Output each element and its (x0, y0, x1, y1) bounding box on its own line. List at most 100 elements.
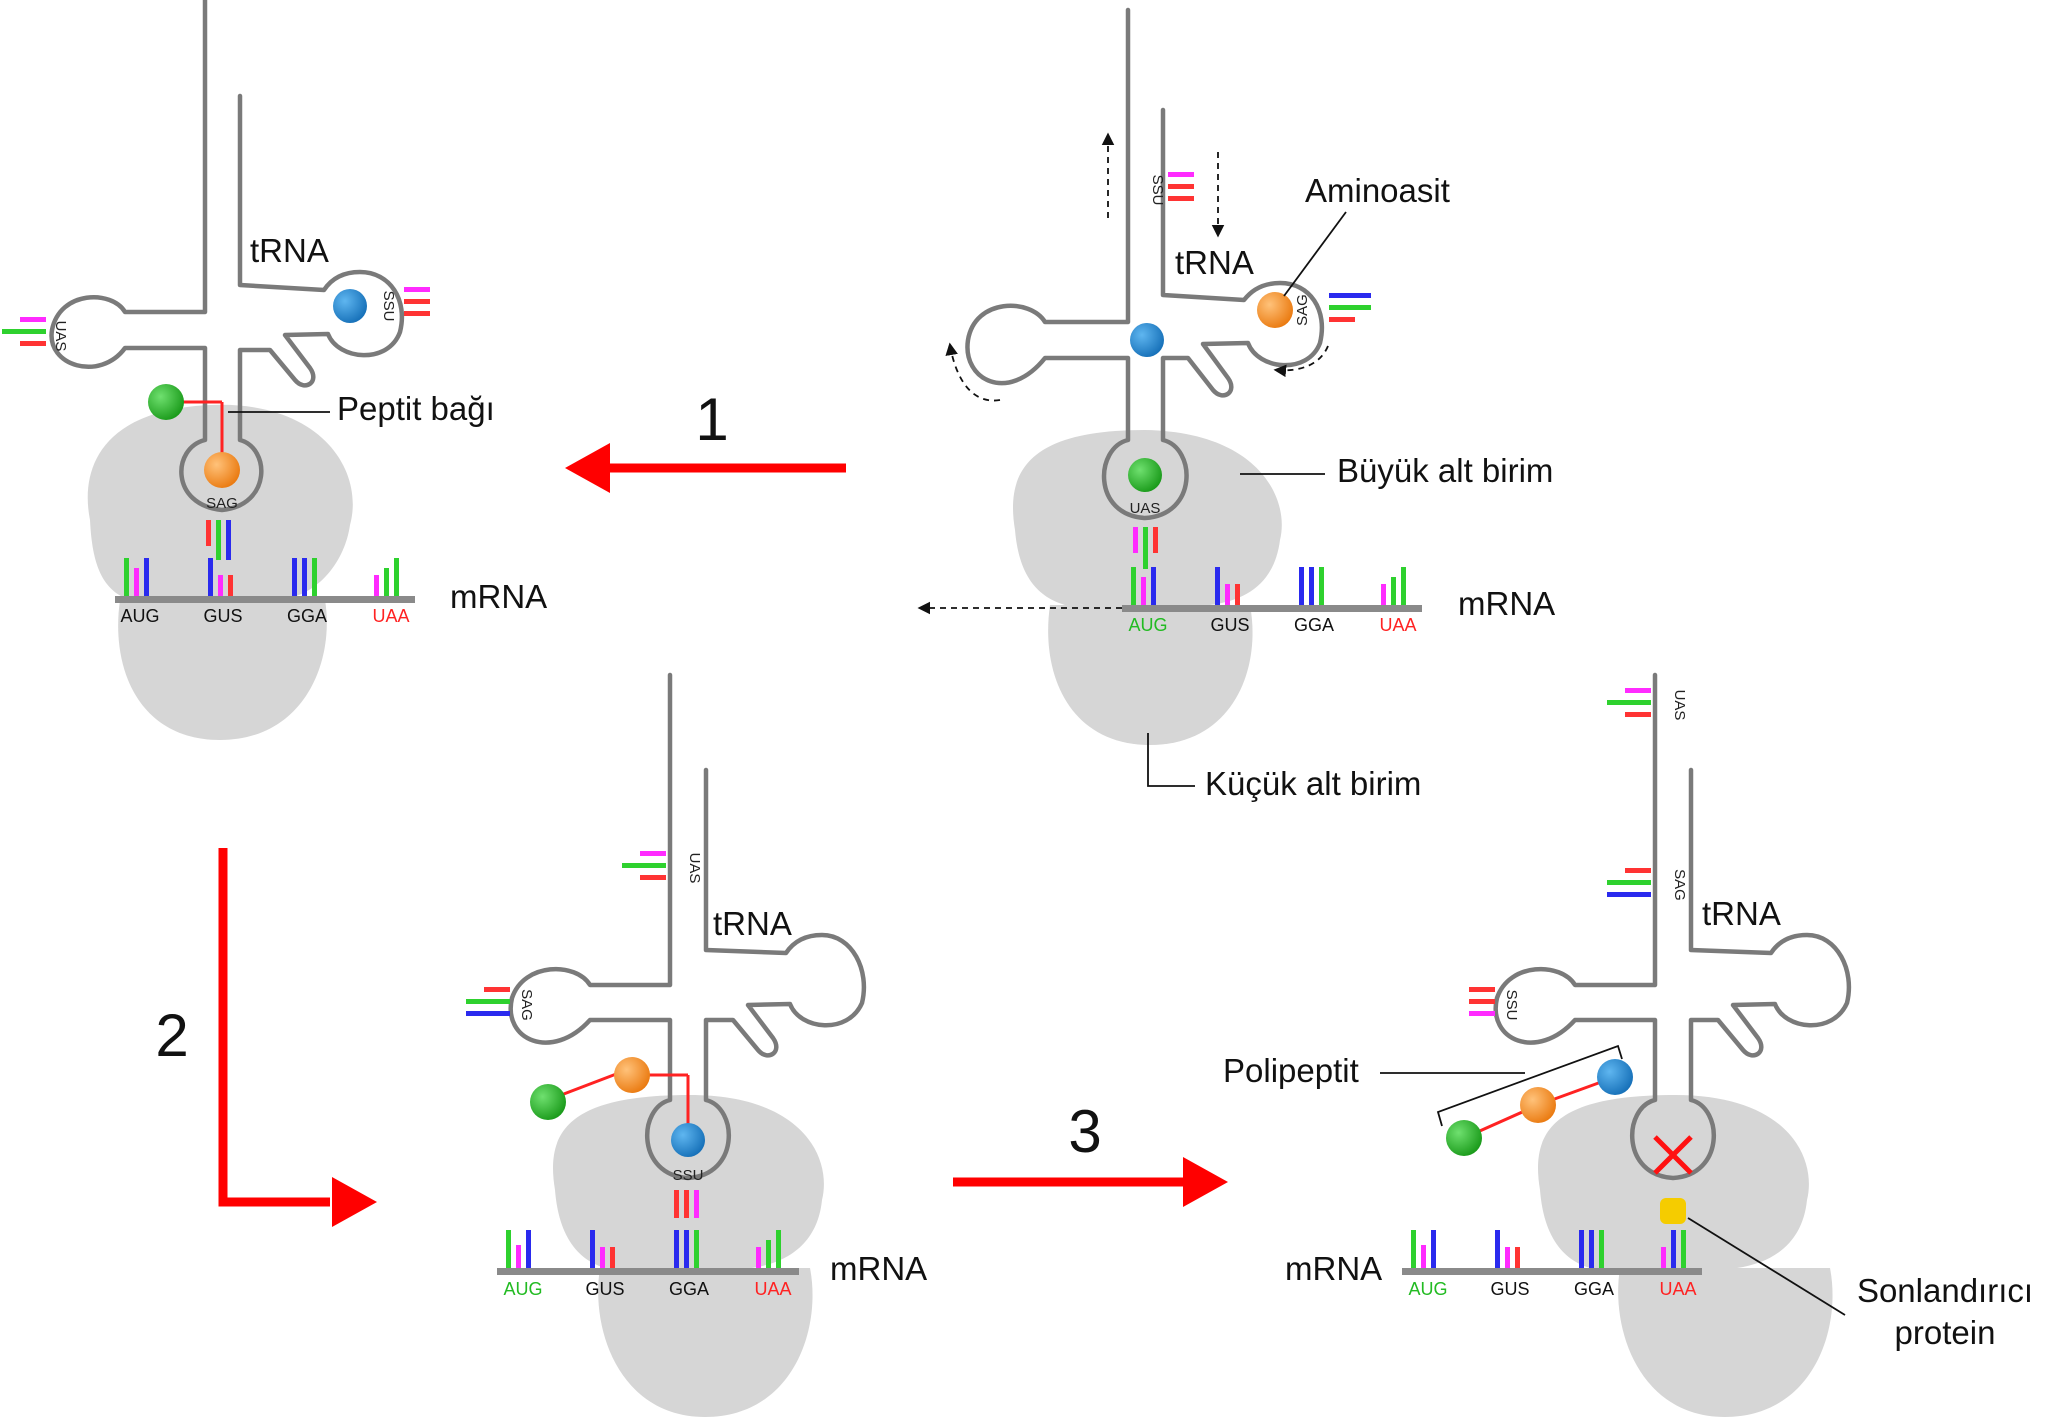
amino-acid-orange (1257, 292, 1293, 328)
ssu-bars (404, 287, 430, 316)
trna (965, 7, 1325, 521)
codon-aug: AUG (1128, 615, 1167, 635)
loop-anticodon-sag: SAG (518, 989, 535, 1021)
stem-anticodon-ssu: SSU (1149, 175, 1166, 206)
codon-gga: GGA (669, 1279, 709, 1299)
small-subunit (1618, 1268, 1833, 1417)
amino-acid-green (148, 384, 184, 420)
release-factor-label-line2: protein (1895, 1314, 1996, 1351)
stop-x-icon (1653, 1135, 1693, 1175)
stem-anticodon-sag: SAG (1671, 869, 1688, 901)
trna (1493, 672, 1852, 1181)
small-subunit (1048, 605, 1253, 745)
small-subunit-label: Küçük alt birim (1205, 765, 1421, 802)
codon-bars (1131, 567, 1406, 605)
trna (508, 672, 867, 1181)
amino-acid-blue (1130, 323, 1164, 357)
anticodon-pairing (674, 1190, 699, 1218)
polypeptide-bracket (1436, 1044, 1623, 1127)
large-subunit-label: Büyük alt birim (1337, 452, 1553, 489)
amino-acid-blue (333, 289, 367, 323)
mrna-strand (115, 596, 415, 603)
loop-anticodon-ssu: SSU (380, 291, 397, 322)
step-1-label: 1 (695, 386, 728, 453)
stem-anticodon-uas: UAS (686, 853, 703, 884)
amino-acid-orange (1520, 1087, 1556, 1123)
trna-label: tRNA (250, 232, 329, 269)
large-subunit (1538, 1095, 1809, 1268)
mrna-label: mRNA (450, 578, 547, 615)
mrna-label: mRNA (1458, 585, 1555, 622)
step-2-label: 2 (155, 1002, 188, 1069)
loop-anticodon-sag: SAG (1294, 294, 1311, 326)
mrna-label: mRNA (830, 1250, 927, 1287)
amino-acid-blue (1597, 1059, 1633, 1095)
sag-bars (1329, 293, 1371, 322)
step-2-arrow: 2 (155, 848, 377, 1227)
step-1-arrow: 1 (565, 386, 846, 493)
panel-initiation: AUG GUS GGA UAA mRNA UAS SAG SSU tRNA Am… (917, 7, 1555, 802)
rotate-arrow-right (1273, 345, 1329, 378)
loop-anticodon-sag: SAG (206, 495, 238, 512)
loop-anticodon-ssu: SSU (1503, 990, 1520, 1021)
codon-gus: GUS (585, 1279, 624, 1299)
small-subunit (118, 600, 327, 740)
codon-bars (124, 558, 399, 596)
codon-aug: AUG (120, 606, 159, 626)
codon-aug: AUG (1408, 1279, 1447, 1299)
anticodon-pairing (1133, 527, 1158, 569)
amino-acid-blue (671, 1123, 705, 1157)
codon-uaa: UAA (1379, 615, 1416, 635)
release-factor-label-line1: Sonlandırıcı (1857, 1272, 2033, 1309)
mrna-strand (1402, 1268, 1702, 1275)
step-3-arrow: 3 (953, 1098, 1228, 1207)
codon-gus: GUS (203, 606, 242, 626)
codon-uaa: UAA (754, 1279, 791, 1299)
ssu-bars (1168, 172, 1194, 201)
amino-acid-green (1128, 458, 1162, 492)
polypeptide-label: Polipeptit (1223, 1052, 1359, 1089)
loop-anticodon-ssu: SSU (673, 1167, 704, 1184)
codon-bars (506, 1230, 781, 1268)
panel-peptide-bond: AUG GUS GGA UAA mRNA SAG UAS SSU tRNA Pe… (2, 0, 547, 740)
ssu-bars (1469, 987, 1495, 1016)
small-subunit (598, 1268, 813, 1417)
trna-label: tRNA (1175, 244, 1254, 281)
large-subunit (87, 404, 353, 600)
codon-uaa: UAA (372, 606, 409, 626)
large-subunit (553, 1095, 824, 1268)
codon-uaa: UAA (1659, 1279, 1696, 1299)
mrna-label: mRNA (1285, 1250, 1382, 1287)
uas-bars (2, 317, 46, 346)
step-3-label: 3 (1068, 1098, 1101, 1165)
codon-gga: GGA (1574, 1279, 1614, 1299)
amino-acid-orange (204, 452, 240, 488)
codon-bars (1411, 1230, 1686, 1268)
loop-anticodon-uas: UAS (52, 321, 69, 352)
trna-label: tRNA (1702, 895, 1781, 932)
amino-acid-orange (614, 1057, 650, 1093)
peptide-bond-label: Peptit bağı (337, 390, 495, 427)
mrna-strand (1122, 605, 1422, 612)
stem-anticodon-uas: UAS (1671, 690, 1688, 721)
codon-gus: GUS (1490, 1279, 1529, 1299)
amino-acid-label: Aminoasit (1305, 172, 1450, 209)
trna (49, 0, 405, 513)
anticodon-pairing (206, 520, 231, 560)
uas-bars (622, 851, 666, 880)
codon-gus: GUS (1210, 615, 1249, 635)
panel-termination: AUG GUS GGA UAA mRNA Polipeptit SSU SAG … (1223, 672, 2033, 1417)
sag-bars (466, 987, 510, 1016)
amino-acid-green (530, 1084, 566, 1120)
codon-gga: GGA (287, 606, 327, 626)
trna-label: tRNA (713, 905, 792, 942)
sag-bars (1607, 868, 1651, 897)
codon-gga: GGA (1294, 615, 1334, 635)
panel-elongation: AUG GUS GGA UAA mRNA SSU SAG UAS tRNA (466, 672, 927, 1417)
amino-acid-green (1446, 1120, 1482, 1156)
release-factor (1660, 1198, 1686, 1224)
mrna-strand (497, 1268, 799, 1275)
loop-anticodon-uas: UAS (1130, 500, 1161, 517)
